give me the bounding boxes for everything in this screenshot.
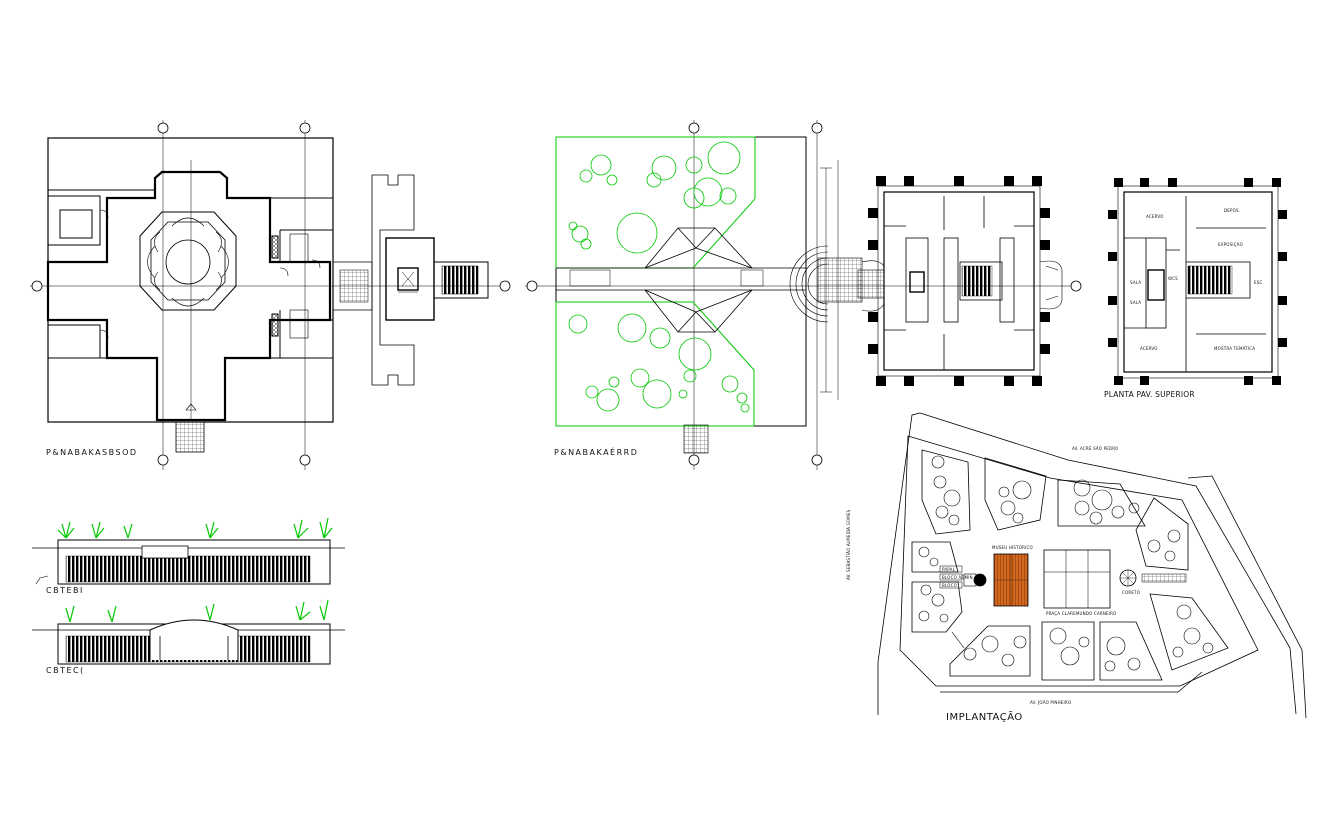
columns [868, 176, 1050, 386]
section-title-1: CBTEBI [46, 586, 84, 595]
section-title-2: CBTEC( [46, 666, 85, 675]
site-label-kiosk-b: BLOCO ADMIN [942, 575, 973, 580]
site-label-praca: PRAÇA CLAREMUNDO CARNEIRO [1046, 611, 1117, 616]
site-label-street-top: AV. ACRE SÃO PEDRO [1072, 446, 1119, 451]
garden-beds [555, 136, 756, 427]
plan-terreo [525, 120, 1082, 470]
room-label-sanitario: WCS [1168, 276, 1178, 281]
site-label-kiosk-a: PAPAL [942, 567, 956, 572]
room-label-ala-a: SALA [1130, 280, 1142, 285]
section-2 [32, 599, 345, 665]
site-label-street-left: AV. SEBASTIÃO ALMEIDA GOMES [846, 509, 851, 580]
room-label-escada: ESC [1254, 280, 1263, 285]
site-label-street-bottom: AV. JOÃO PINHEIRO [1030, 700, 1072, 705]
room-label-deposito: DEPÓS. [1224, 208, 1241, 213]
plan-title-superior: PLANTA PAV. SUPERIOR [1104, 390, 1195, 399]
axis-bubbles [526, 122, 1082, 466]
site-label-museu: MUSEU HISTÓRICO [992, 545, 1033, 550]
plan-title-implantacao: IMPLANTAÇÃO [946, 712, 1023, 723]
site-label-kiosk-c: BLOCO [942, 583, 957, 588]
axis-lines [30, 120, 510, 470]
section-1 [32, 517, 345, 585]
plan-title-terreo: P&NABAKAÉRRD [554, 448, 639, 457]
plants [65, 599, 329, 623]
axis-bubbles [31, 122, 511, 466]
room-label-exposicao: EXPOSIÇÃO [1218, 242, 1243, 247]
room-label-mostra-tematica: MOSTRA TEMÁTICA [1214, 346, 1256, 351]
room-label-acervo-1: ACERVO [1146, 214, 1164, 219]
columns [1108, 178, 1287, 385]
plan-subsolo [30, 120, 511, 470]
plan-superior [1108, 178, 1287, 385]
plan-title-subsolo: P&NABAKASBSOD [46, 448, 138, 457]
site-label-coreto: CORETO [1122, 590, 1141, 595]
trees [568, 141, 750, 413]
site-plan [877, 412, 1307, 719]
room-label-acervo-2: ACERVO [1140, 346, 1158, 351]
room-label-ala-b: SALA [1130, 300, 1142, 305]
axis-lines [525, 120, 1080, 470]
plants [57, 517, 333, 539]
